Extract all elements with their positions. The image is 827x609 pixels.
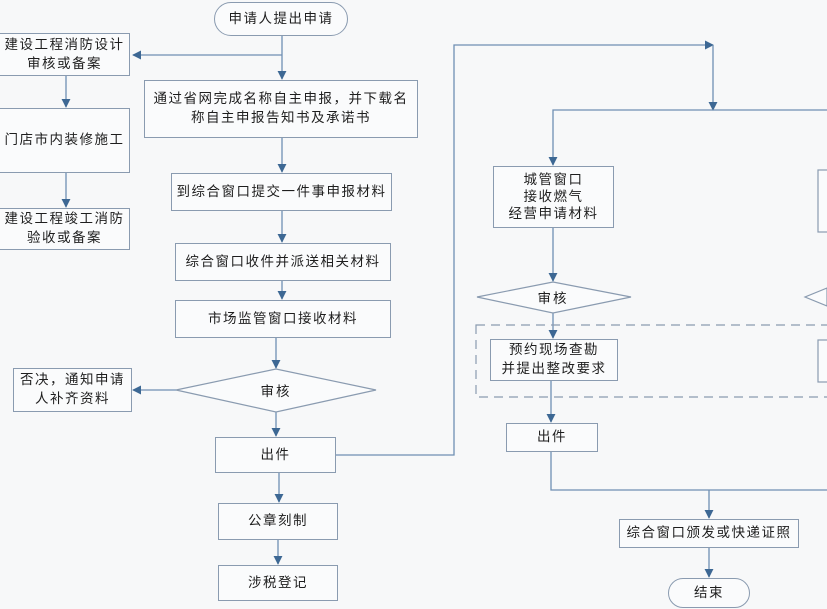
seal-node: 公章刻制 — [218, 503, 338, 540]
renovation-label: 门店市内装修施工 — [4, 132, 125, 148]
start-label: 申请人提出申请 — [228, 10, 334, 27]
fire-accept-node: 建设工程竣工消防 验收或备案 — [0, 208, 130, 250]
review-city-label: 审核 — [537, 291, 569, 307]
receive-dispatch-node: 综合窗口收件并派送相关材料 — [175, 243, 391, 281]
final-issue-label: 综合窗口颁发或快递证照 — [626, 525, 792, 541]
submit-label: 到综合窗口提交一件事申报材料 — [176, 183, 387, 200]
partial-right-box-top — [817, 169, 827, 233]
issue-city-node: 出件 — [506, 423, 598, 452]
dashed-inspection-group — [475, 324, 827, 398]
fire-design-node: 建设工程消防设计 审核或备案 — [0, 33, 130, 76]
fire-design-label: 建设工程消防设计 审核或备案 — [4, 36, 125, 72]
connector-issue-city-to-merge — [550, 452, 827, 491]
market-receive-node: 市场监管窗口接收材料 — [175, 300, 391, 338]
tax-label: 涉税登记 — [248, 574, 308, 591]
connector-issue-to-top-right — [336, 40, 714, 456]
site-check-label: 预约现场查勘 并提出整改要求 — [501, 342, 607, 377]
fire-accept-label: 建设工程竣工消防 验收或备案 — [4, 211, 125, 246]
review-main-diamond — [175, 368, 377, 413]
site-check-node: 预约现场查勘 并提出整改要求 — [490, 339, 618, 381]
review-main-label: 审核 — [260, 384, 292, 400]
reject-node: 否决，通知申请 人补齐资料 — [13, 368, 132, 412]
receive-dispatch-label: 综合窗口收件并派送相关材料 — [185, 253, 381, 270]
renovation-node: 门店市内装修施工 — [0, 108, 130, 173]
issue-main-label: 出件 — [260, 446, 291, 463]
review-city-diamond — [476, 281, 632, 314]
end-node: 结束 — [668, 578, 750, 608]
city-receive-label: 城管窗口 接收燃气 经营申请材料 — [508, 171, 599, 222]
name-declare-label: 通过省网完成名称自主申报，并下载名 称自主申报告知书及承诺书 — [153, 91, 409, 126]
name-declare-node: 通过省网完成名称自主申报，并下载名 称自主申报告知书及承诺书 — [144, 80, 418, 138]
issue-main-node: 出件 — [215, 437, 336, 473]
partial-right-diamond — [803, 287, 827, 307]
end-label: 结束 — [694, 584, 724, 601]
connector-distribution — [548, 109, 827, 166]
submit-node: 到综合窗口提交一件事申报材料 — [171, 173, 392, 211]
tax-node: 涉税登记 — [218, 565, 338, 601]
issue-city-label: 出件 — [537, 429, 567, 445]
partial-right-box-mid — [817, 339, 827, 383]
reject-label: 否决，通知申请 人补齐资料 — [20, 372, 125, 407]
seal-label: 公章刻制 — [248, 513, 308, 529]
final-issue-node: 综合窗口颁发或快递证照 — [619, 519, 799, 548]
market-receive-label: 市场监管窗口接收材料 — [208, 310, 358, 327]
city-receive-node: 城管窗口 接收燃气 经营申请材料 — [493, 166, 614, 228]
start-node: 申请人提出申请 — [214, 2, 348, 36]
